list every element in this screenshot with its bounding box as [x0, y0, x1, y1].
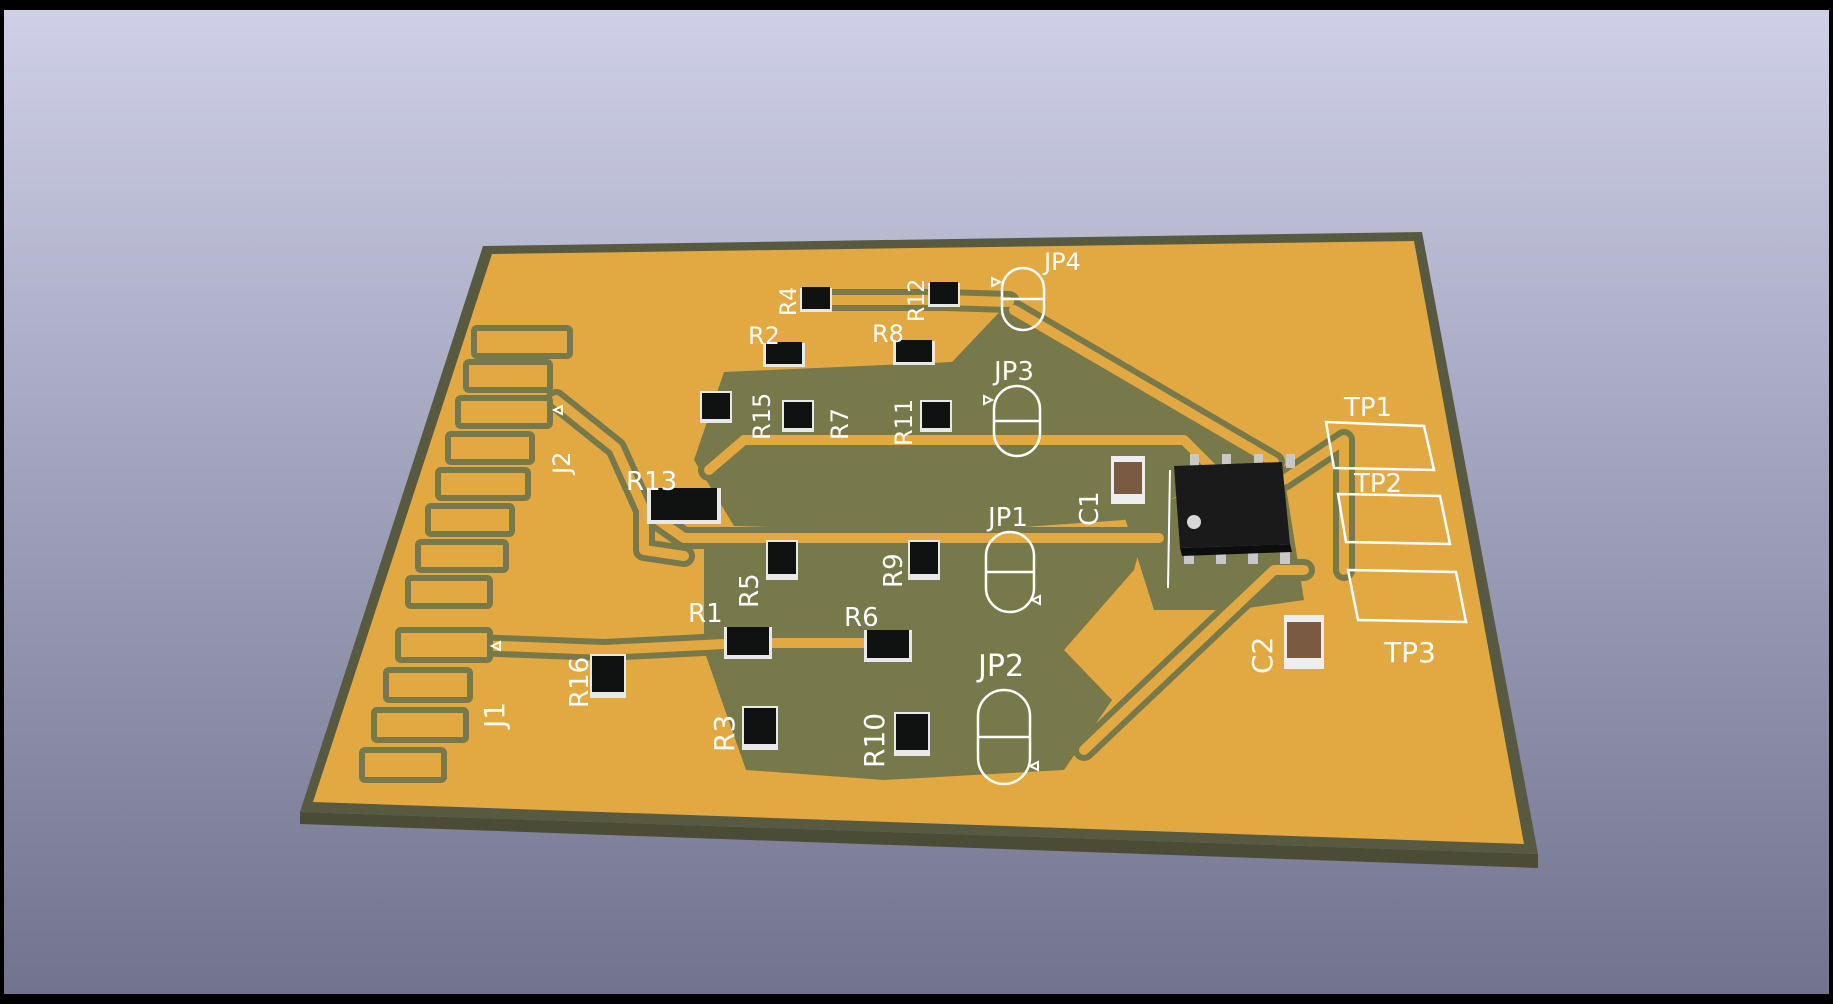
label-r8: R8 — [872, 320, 904, 348]
silkscreen-labels: JP4 R4 R12 R2 R8 JP3 R15 R7 R11 TP1 J2 T… — [478, 248, 1436, 768]
resistor-r2 — [763, 342, 805, 367]
label-r5: R5 — [735, 573, 765, 608]
capacitors — [1111, 456, 1324, 669]
finger-11 — [371, 707, 469, 743]
capacitor-c2 — [1284, 615, 1324, 669]
finger-8 — [405, 575, 493, 609]
pin1-markers — [489, 276, 1041, 772]
capacitor-c1 — [1111, 456, 1145, 504]
resistor-r15-adjacent — [700, 391, 732, 423]
resistor-r3 — [742, 706, 778, 750]
label-tp2: TP2 — [1353, 469, 1402, 499]
label-r2: R2 — [748, 322, 780, 350]
resistor-r16 — [590, 654, 626, 698]
jumper-jp3 — [992, 384, 1042, 458]
label-jp4: JP4 — [1042, 248, 1081, 276]
jumper-jp4 — [1000, 266, 1046, 332]
label-r15: R15 — [748, 393, 776, 440]
finger-5 — [435, 467, 531, 501]
label-r6: R6 — [844, 603, 879, 633]
ic-soic8 — [1167, 454, 1295, 589]
test-point-tp2 — [1336, 492, 1452, 546]
resistor-r6 — [864, 630, 912, 662]
jumper-jp1 — [984, 530, 1036, 614]
pcb-3d-scene: JP4 R4 R12 R2 R8 JP3 R15 R7 R11 TP1 J2 T… — [300, 232, 1538, 868]
3d-viewer-canvas[interactable]: JP4 R4 R12 R2 R8 JP3 R15 R7 R11 TP1 J2 T… — [4, 10, 1829, 994]
label-r4: R4 — [777, 287, 802, 316]
label-jp1: JP1 — [986, 503, 1028, 533]
ic-pin1-dot — [1187, 515, 1201, 529]
label-jp2: JP2 — [976, 649, 1024, 684]
test-points — [1324, 420, 1468, 624]
finger-6 — [425, 503, 515, 537]
test-point-tp1 — [1324, 420, 1436, 472]
resistor-r8 — [893, 340, 935, 365]
label-j1: J1 — [478, 702, 511, 730]
label-j2: J2 — [548, 452, 576, 476]
resistor-r1 — [724, 627, 772, 659]
resistor-r11 — [920, 400, 952, 432]
label-c1: C1 — [1075, 491, 1105, 526]
edge-connector-fingers — [359, 325, 573, 783]
resistor-r4 — [800, 287, 832, 312]
label-r11: R11 — [890, 399, 918, 446]
label-r1: R1 — [688, 599, 723, 629]
label-jp3: JP3 — [992, 357, 1034, 387]
finger-3 — [455, 395, 553, 429]
ic-body — [1174, 462, 1290, 548]
finger-7 — [415, 539, 509, 573]
label-r16: R16 — [565, 657, 595, 708]
jumper-jp2 — [976, 688, 1032, 786]
resistor-r9 — [908, 540, 940, 580]
resistor-r7 — [782, 400, 814, 432]
finger-9 — [395, 627, 493, 663]
label-r3: R3 — [708, 715, 741, 752]
label-r13: R13 — [626, 467, 677, 497]
label-c2: C2 — [1246, 637, 1279, 674]
board-side-edge — [300, 812, 1538, 868]
resistor-r12 — [928, 282, 960, 307]
jumpers — [976, 266, 1046, 786]
finger-4 — [445, 431, 535, 465]
label-r9: R9 — [879, 553, 909, 588]
resistors — [590, 282, 960, 756]
label-r12: R12 — [905, 279, 930, 322]
label-r7: R7 — [826, 408, 854, 440]
test-point-tp3 — [1346, 568, 1468, 624]
label-tp1: TP1 — [1343, 393, 1392, 423]
finger-1 — [471, 325, 573, 359]
resistor-r13 — [647, 488, 721, 524]
finger-10 — [383, 667, 473, 703]
label-tp3: TP3 — [1383, 636, 1436, 669]
label-r10: R10 — [858, 713, 891, 768]
finger-2 — [463, 359, 553, 393]
finger-12 — [359, 747, 447, 783]
resistor-r10 — [894, 712, 930, 756]
resistor-r5 — [766, 540, 798, 580]
